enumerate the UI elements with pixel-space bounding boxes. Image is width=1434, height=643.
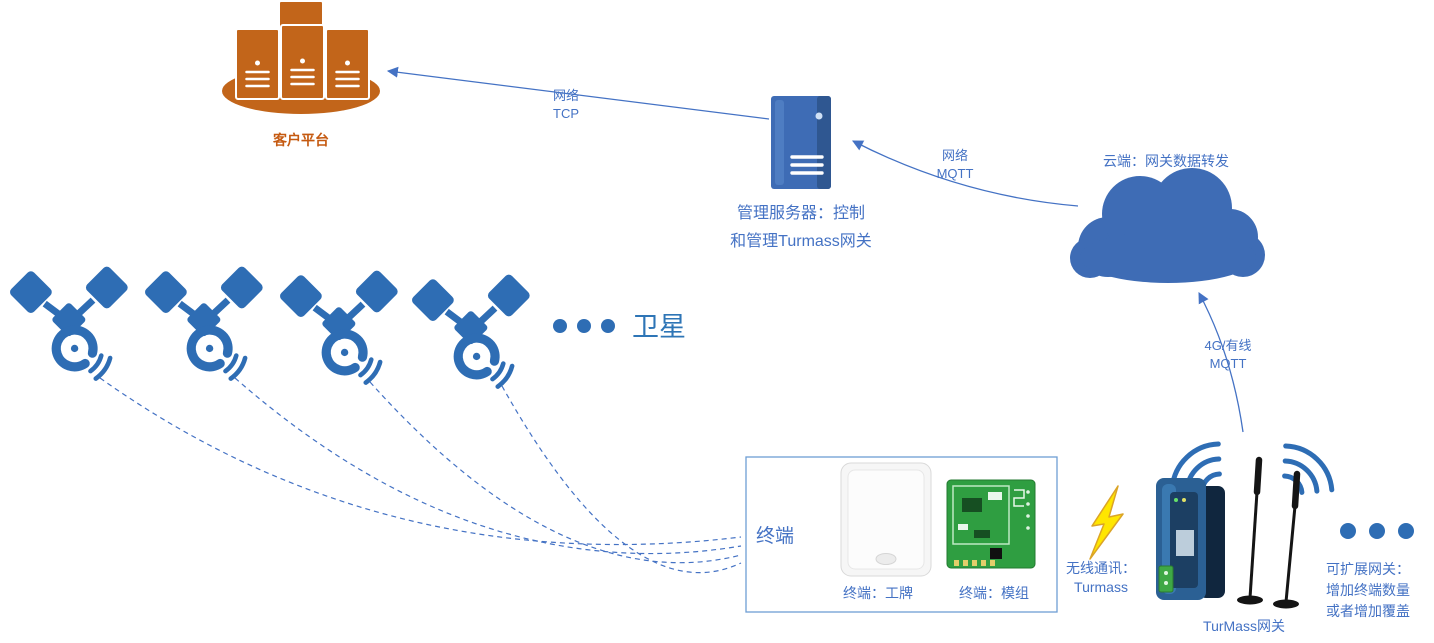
module-image: [946, 479, 1036, 569]
satellite-icon: [410, 273, 531, 387]
mqtt-arrow: [852, 140, 1079, 207]
cloud-icon: [1070, 168, 1265, 283]
satellite-link-lines: [99, 377, 742, 574]
gateway-label: TurMass网关: [1203, 618, 1285, 634]
4g-arrow: [1198, 292, 1244, 433]
terminal-module-label: 终端：模组: [959, 585, 1029, 601]
terminal-label: 终端: [756, 526, 795, 547]
4g-edge-label: 4G/有线 MQTT: [1204, 338, 1252, 371]
badge-image: [840, 462, 932, 577]
satellite-icon: [143, 265, 264, 379]
expandable-gateway-label: 可扩展网关： 增加终端数量 或者增加覆盖: [1326, 561, 1410, 619]
lightning-icon: [1089, 485, 1124, 560]
cloud-label: 云端：网关数据转发: [1103, 153, 1229, 169]
satellite-icon: [8, 265, 129, 379]
management-server-label: 管理服务器：控制 和管理Turmass网关: [730, 205, 872, 250]
wireless-link-label: 无线通讯： Turmass: [1066, 560, 1136, 595]
customer-platform-icon: [222, 0, 380, 114]
terminal-badge-label: 终端：工牌: [843, 585, 913, 601]
tcp-arrow: [386, 66, 770, 120]
management-server-icon: [771, 96, 831, 189]
mqtt-edge-label: 网络 MQTT: [936, 148, 974, 181]
customer-platform-label: 客户平台: [273, 132, 329, 148]
gateway-image: [1156, 456, 1301, 609]
satellite-ellipsis-dots: [553, 319, 615, 333]
gateway-ellipsis-dots: [1340, 523, 1414, 539]
wifi-right-icon: [1282, 443, 1335, 495]
satellite-icon: [278, 269, 399, 383]
satellite-label: 卫星: [632, 312, 686, 342]
tcp-edge-label: 网络 TCP: [552, 88, 579, 121]
